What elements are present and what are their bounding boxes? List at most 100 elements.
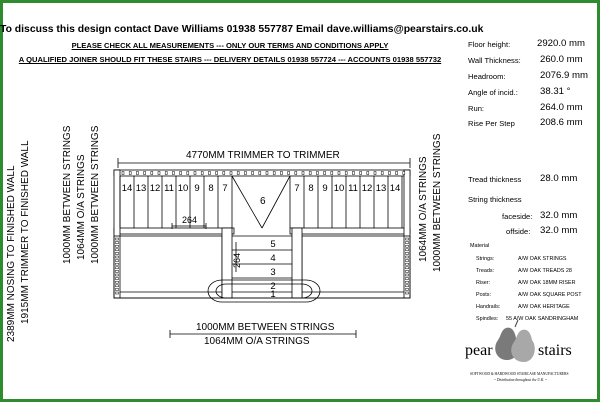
spindle [150, 171, 154, 175]
right-step-number: 8 [308, 183, 313, 194]
trimmer-dimension-label: 4770MM TRIMMER TO TRIMMER [186, 150, 340, 161]
spindle [366, 171, 370, 175]
material-value-posts: A/W OAK SQUARE POST [518, 292, 582, 298]
spindle [405, 248, 409, 252]
spindle [405, 252, 409, 255]
spindle [301, 171, 305, 175]
logo-tagline-distribution: ~ Distribution throughout the U.K. ~ [494, 378, 547, 382]
run-value: 264.0 mm [540, 102, 583, 113]
spindle [287, 171, 290, 175]
spindle [405, 291, 409, 295]
material-label-handrails: Handrails: [476, 304, 501, 310]
spindle [405, 241, 409, 244]
spindle [115, 237, 119, 241]
spindle [280, 171, 283, 175]
spindle [405, 244, 409, 248]
material-value-treads: A/W OAK TREADS 28 [518, 268, 572, 274]
left-step-number: 9 [194, 183, 199, 194]
material-label-riser: Riser: [476, 280, 491, 286]
spindle [323, 171, 326, 175]
spindle [405, 288, 409, 291]
spindle [316, 171, 319, 175]
left-step-number: 7 [222, 183, 227, 194]
measurements-notice: PLEASE CHECK ALL MEASUREMENTS --- ONLY O… [71, 41, 389, 50]
spindle [172, 171, 175, 175]
spindle [164, 171, 168, 175]
rise-label: Rise Per Step [468, 119, 515, 128]
offside-value: 32.0 mm [540, 225, 578, 236]
spindle [244, 171, 247, 175]
spindle [115, 273, 119, 277]
spindle [405, 284, 409, 288]
flight-step-number: 2 [270, 281, 275, 292]
material-label-strings: Strings: [476, 256, 495, 262]
material-value-strings: A/W OAK STRINGS [518, 256, 567, 262]
pear-icon [495, 319, 535, 362]
spindle [330, 171, 334, 175]
spindle [405, 259, 409, 262]
spindle [265, 171, 269, 175]
spindle [405, 270, 409, 273]
spindle [115, 248, 119, 252]
spindle [388, 171, 391, 175]
spindle [405, 255, 409, 259]
offside-label: offside: [506, 227, 531, 236]
spindle [215, 171, 218, 175]
curtail-step [207, 279, 321, 303]
spindle [405, 237, 409, 241]
spindle [193, 171, 197, 175]
fitting-notice: A QUALIFIED JOINER SHOULD FIT THESE STAI… [18, 55, 442, 64]
left-step-number: 12 [150, 183, 161, 194]
spindle [136, 171, 139, 175]
spindle [272, 171, 276, 175]
material-label-posts: Posts: [476, 292, 491, 298]
spindle [186, 171, 190, 175]
spindle [115, 280, 119, 284]
spindle [405, 262, 409, 266]
spindle [115, 277, 119, 280]
spindle [236, 171, 240, 175]
right-step-number: 7 [294, 183, 299, 194]
spindle [352, 171, 355, 175]
spindle [251, 171, 254, 175]
left-step-number: 11 [164, 183, 174, 194]
spindle [294, 171, 298, 175]
spindle [405, 280, 409, 284]
right-step-number: 11 [348, 183, 358, 194]
spindle [308, 171, 312, 175]
spindle [359, 171, 362, 175]
logo-word-stairs: stairs [538, 342, 572, 359]
tread-thickness-label: Tread thickness [468, 175, 522, 184]
angle-value: 38.31 ° [540, 86, 571, 97]
logo-word-pear: pear [465, 342, 493, 359]
contact-line: To discuss this design contact Dave Will… [0, 24, 484, 35]
spindle [115, 259, 119, 262]
material-value-handrails: A/W OAK HERITAGE [518, 304, 570, 310]
spindle [115, 244, 119, 248]
curtail-inner [215, 283, 313, 299]
floor-height-label: Floor height: [468, 40, 511, 49]
spindle [128, 171, 132, 175]
tread-going-dimension: 264 [182, 215, 198, 225]
spindle [143, 171, 146, 175]
bottom-between-strings: 1000MM BETWEEN STRINGS [196, 322, 335, 333]
spindle [373, 171, 377, 175]
flight-step-number: 3 [270, 267, 275, 278]
spindle [121, 171, 125, 175]
run-label: Run: [468, 104, 485, 113]
flight-step-number: 5 [270, 239, 275, 250]
spindle [337, 171, 341, 175]
spindle [115, 255, 119, 259]
left-step-number: 14 [122, 183, 133, 194]
spindle [405, 277, 409, 280]
logo-tagline: SOFTWOOD & HARDWOOD STAIRCASE MANUFACTUR… [470, 372, 569, 376]
spindle [402, 171, 406, 175]
headroom-value: 2076.9 mm [540, 70, 588, 81]
flight-step-number: 4 [270, 253, 275, 264]
spindle [179, 171, 182, 175]
headroom-label: Headroom: [468, 72, 506, 81]
string-thickness-title: String thickness [468, 195, 522, 204]
